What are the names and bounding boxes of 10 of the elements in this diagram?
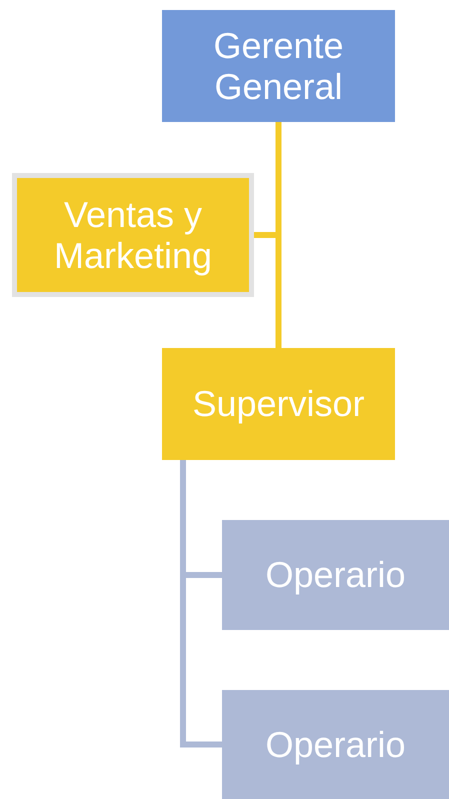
node-label: Operario — [265, 724, 406, 766]
manager-box — [162, 10, 395, 122]
node-label: Ventas y Marketing — [52, 194, 214, 276]
node-label: Supervisor — [192, 383, 365, 425]
node-label: Operario — [265, 554, 406, 596]
supervisor-box — [162, 348, 395, 460]
worker-box — [222, 690, 449, 799]
department-box — [12, 173, 254, 297]
node-label: Gerente General — [212, 24, 345, 108]
worker-box — [222, 520, 449, 630]
